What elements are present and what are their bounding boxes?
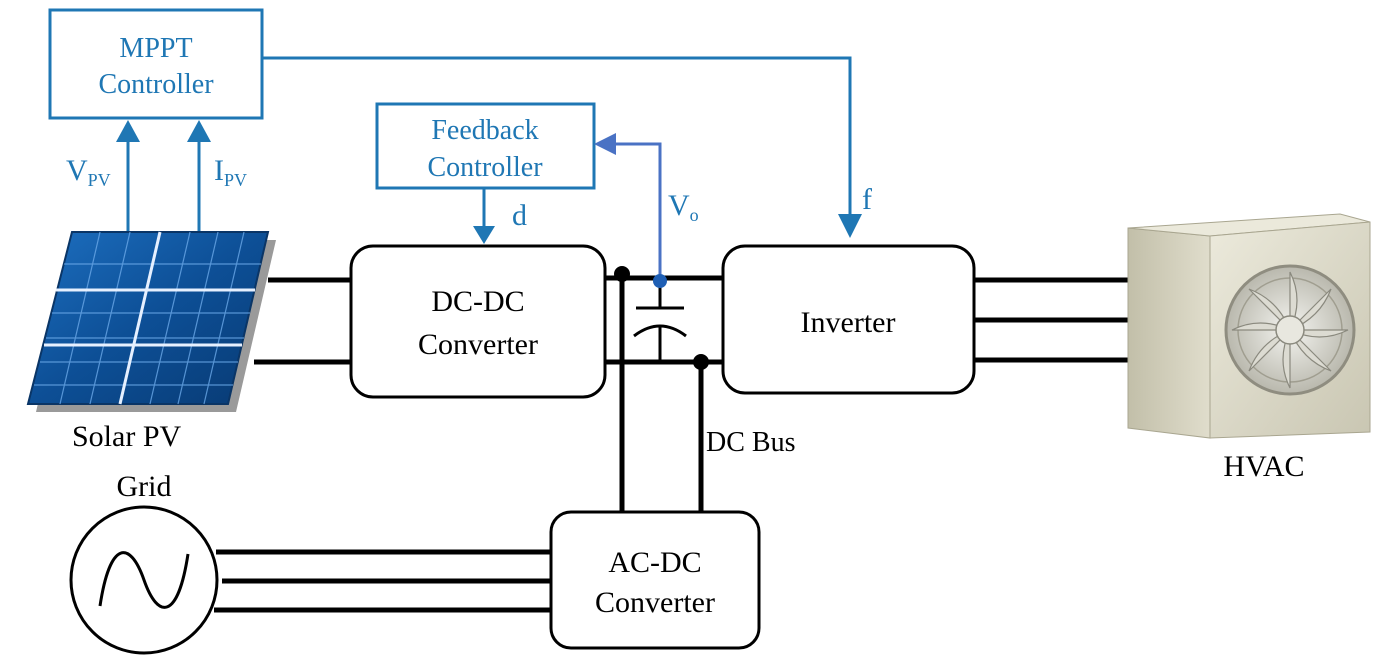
dc-bus-label: DC Bus (706, 427, 795, 458)
mppt-to-inverter-signal (262, 56, 852, 222)
bus-node-top (614, 266, 630, 282)
inverter-label: Inverter (801, 306, 896, 339)
dcdc-label-line1: DC-DC (431, 285, 524, 318)
mppt-label-line1: MPPT (119, 33, 192, 64)
hvac-unit (1127, 213, 1371, 439)
vpv-label: VPV (66, 154, 111, 190)
solar-pv-panel (26, 231, 276, 412)
acdc-label-line2: Converter (595, 586, 715, 619)
feedback-label-line1: Feedback (431, 115, 538, 146)
mppt-label-line2: Controller (98, 69, 214, 100)
dc-dc-converter[interactable]: DC-DC Converter (349, 244, 607, 399)
feedback-label-line2: Controller (427, 152, 543, 183)
duty-signal (473, 188, 495, 244)
acdc-label-line1: AC-DC (608, 546, 701, 579)
signal-d-label: d (512, 199, 527, 232)
vo-label: Vo (668, 189, 699, 225)
ipv-signal (187, 120, 211, 232)
inverter-hvac-wires (974, 277, 1130, 363)
f-arrowhead (838, 214, 862, 238)
solar-pv-label: Solar PV (72, 420, 182, 453)
bus-node-bottom (693, 354, 709, 370)
pv-dcdc-wires (254, 277, 352, 365)
grid-acdc-wires (214, 549, 552, 613)
dc-bus-wires (605, 274, 724, 514)
inverter[interactable]: Inverter (721, 244, 976, 395)
ac-dc-converter[interactable]: AC-DC Converter (549, 510, 761, 650)
vo-sense-node (653, 274, 667, 288)
mppt-controller[interactable]: MPPT Controller (48, 8, 264, 120)
grid-label: Grid (117, 470, 172, 503)
feedback-controller[interactable]: Feedback Controller (375, 102, 596, 190)
signal-f-label: f (862, 183, 872, 216)
ipv-label: IPV (214, 154, 247, 190)
grid-source (69, 505, 219, 655)
vo-feedback-signal (594, 133, 662, 282)
sine-wave-icon (98, 551, 190, 609)
vpv-signal (116, 120, 140, 232)
dc-link-capacitor (633, 282, 687, 362)
dcdc-label-line2: Converter (418, 328, 538, 361)
hvac-label: HVAC (1223, 450, 1304, 483)
